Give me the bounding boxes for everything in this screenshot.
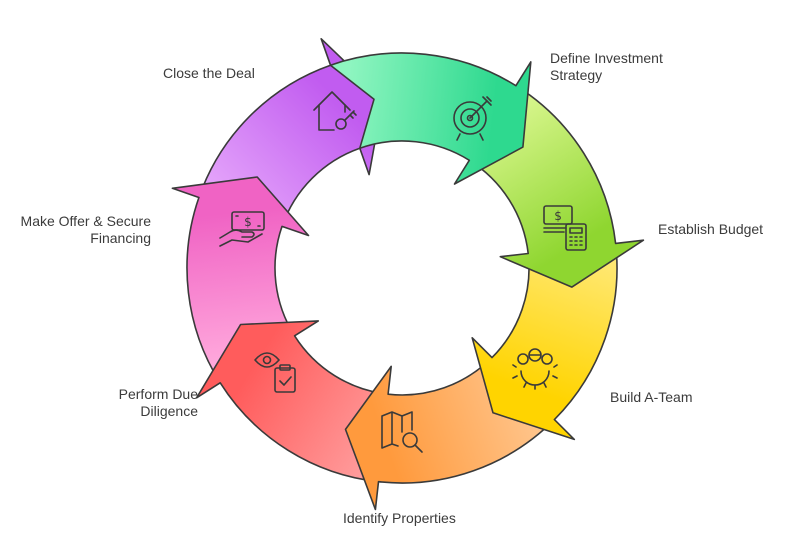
segment-diligence bbox=[195, 320, 389, 483]
eye-clipboard-icon bbox=[254, 352, 296, 393]
segment-team bbox=[471, 242, 618, 441]
svg-text:$: $ bbox=[244, 215, 252, 229]
money-calculator-icon: $ bbox=[543, 205, 587, 251]
label-close-the-deal: Close the Deal bbox=[163, 65, 255, 81]
segment-identify bbox=[344, 356, 556, 511]
map-search-icon bbox=[381, 411, 423, 453]
label-build-a-team: Build A-Team bbox=[610, 389, 693, 405]
svg-text:$: $ bbox=[554, 209, 562, 223]
segment-budget bbox=[468, 84, 645, 288]
label-identify-properties: Identify Properties bbox=[343, 510, 456, 526]
label-establish-budget: Establish Budget bbox=[658, 221, 764, 237]
target-arrow-icon bbox=[453, 96, 492, 141]
team-gear-icon bbox=[512, 348, 558, 390]
house-key-icon bbox=[313, 91, 357, 131]
segment-define bbox=[329, 52, 532, 185]
hand-money-icon: $ bbox=[219, 211, 265, 247]
